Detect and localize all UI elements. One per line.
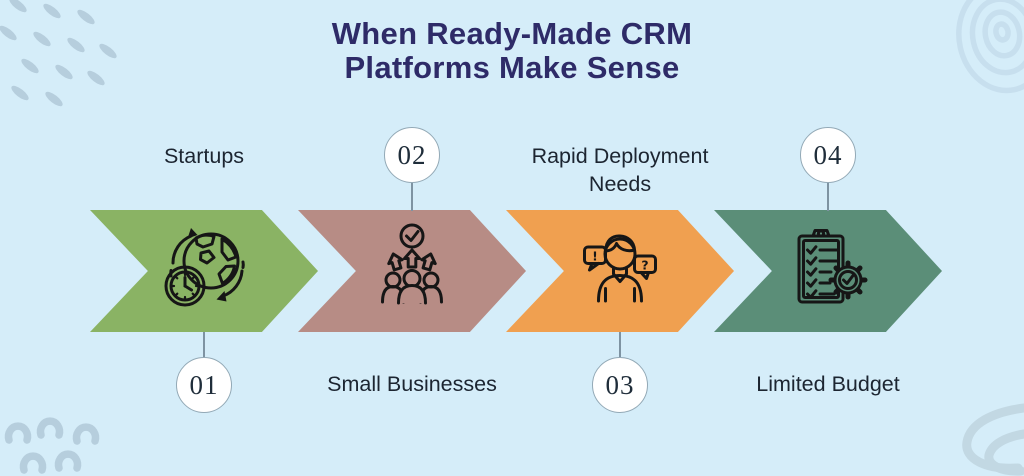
- step-number: 03: [605, 369, 635, 400]
- step-number: 02: [397, 139, 427, 170]
- step-label: Small Businesses: [327, 372, 497, 396]
- team-growth-icon: [381, 223, 443, 305]
- customer-queries-icon: ! ?: [583, 234, 657, 303]
- page-title-line-2: Platforms Make Sense: [344, 50, 680, 85]
- connector-line: [411, 183, 413, 211]
- step-2: 02 Small Businesses: [298, 0, 526, 476]
- step-label: Limited Budget: [756, 372, 900, 396]
- globe-clock-icon: [164, 228, 245, 307]
- step-number: 04: [813, 139, 843, 170]
- step-label: Rapid Deployment Needs: [531, 144, 709, 196]
- step-number-badge: 04: [800, 127, 856, 183]
- connector-line: [827, 183, 829, 211]
- connector-line: [619, 332, 621, 357]
- step-label: Startups: [163, 144, 245, 168]
- step-number-badge: 02: [384, 127, 440, 183]
- page-title: When Ready-Made CRM Platforms Make Sense: [0, 17, 1024, 85]
- step-4: 04: [714, 0, 942, 476]
- checklist-gear-icon: [797, 229, 868, 304]
- connector-line: [203, 332, 205, 357]
- step-number: 01: [189, 369, 219, 400]
- svg-text:?: ?: [641, 258, 648, 273]
- page-title-line-1: When Ready-Made CRM: [331, 16, 693, 51]
- svg-text:!: !: [592, 249, 598, 264]
- step-number-badge: 01: [176, 357, 232, 413]
- step-1: Startups 01: [90, 0, 318, 476]
- step-3: Rapid Deployment Needs ! ? 03: [506, 0, 734, 476]
- step-number-badge: 03: [592, 357, 648, 413]
